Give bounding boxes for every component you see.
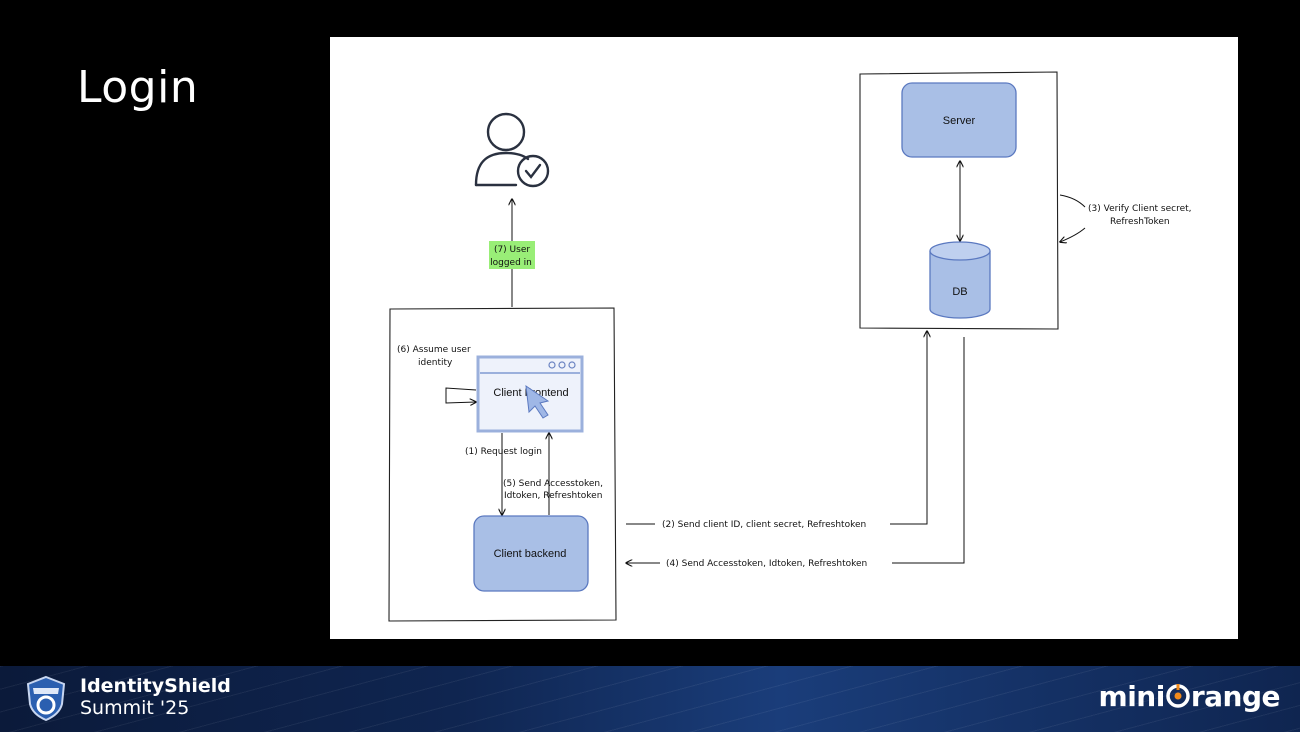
brand-logo: mini range (1098, 680, 1281, 713)
server-container (859, 71, 1059, 330)
diagram-canvas: (7) User logged in Client Frontend (6) A… (330, 37, 1238, 639)
label-assume-identity-1: (6) Assume user (397, 345, 471, 355)
database-icon (929, 241, 991, 319)
arrow-verify (1060, 227, 1086, 242)
event-name: IdentityShield Summit '25 (80, 675, 231, 719)
user-check-icon (474, 112, 550, 188)
arrow-send-client-id (890, 331, 927, 525)
brand-text-post: range (1190, 680, 1281, 713)
label-send-tokens-frontend-1: (5) Send Accesstoken, (503, 479, 603, 489)
node-db: DB (952, 286, 967, 298)
brand-text-pre: mini (1098, 680, 1166, 713)
client-backend-node (473, 515, 589, 592)
label-send-tokens-backend: (4) Send Accesstoken, Idtoken, Refreshto… (666, 559, 867, 569)
footer-banner: IdentityShield Summit '25 mini range (0, 666, 1300, 732)
label-request-login: (1) Request login (465, 447, 542, 457)
client-container (388, 307, 617, 622)
server-node (901, 82, 1017, 158)
user-logged-in-highlight (489, 241, 535, 269)
label-user-logged-in-2: logged in (490, 258, 532, 268)
node-client-backend: Client backend (494, 548, 567, 560)
label-send-client-id: (2) Send client ID, client secret, Refre… (662, 520, 866, 530)
login-flow-diagram: (7) User logged in Client Frontend (6) A… (388, 71, 1192, 622)
label-verify-2: RefreshToken (1110, 217, 1170, 227)
label-user-logged-in-1: (7) User (494, 245, 530, 255)
shield-logo-icon (26, 675, 66, 722)
label-verify-1: (3) Verify Client secret, (1088, 204, 1192, 214)
orange-logo-icon (1166, 684, 1190, 708)
slide-title: Login (77, 62, 199, 113)
event-name-line2: Summit '25 (80, 697, 190, 719)
label-send-tokens-frontend-2: Idtoken, Refreshtoken (504, 491, 602, 501)
event-name-line1: IdentityShield (80, 675, 231, 697)
footer-decoration (0, 666, 1300, 732)
label-assume-identity-2: identity (418, 358, 453, 368)
cursor-arrow-icon (525, 384, 550, 419)
arrow-assume-identity (445, 387, 476, 403)
node-server: Server (943, 115, 976, 127)
